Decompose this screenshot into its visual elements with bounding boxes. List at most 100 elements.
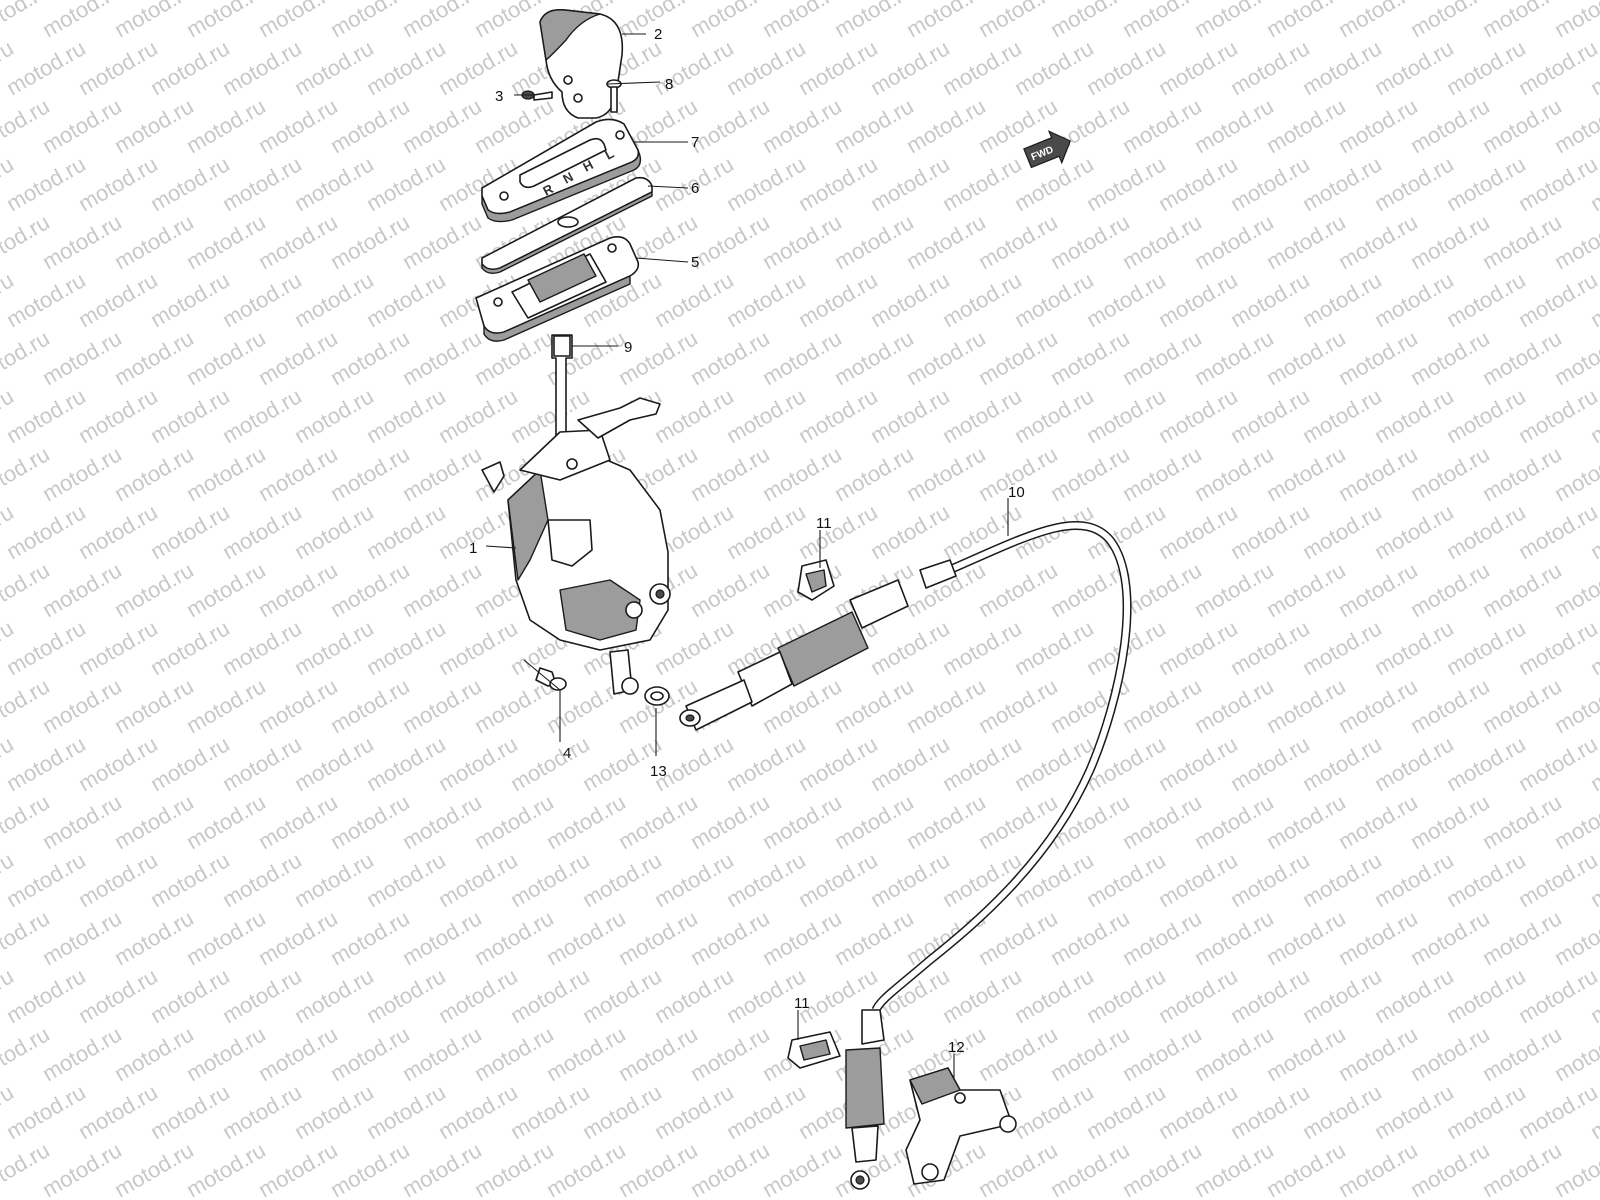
watermark-text: motod.ru [938,615,1026,680]
watermark-text: motod.ru [218,615,306,680]
watermark-text: motod.ru [722,35,810,100]
watermark-text: motod.ru [1298,151,1386,216]
watermark-text: motod.ru [650,267,738,332]
watermark-text: motod.ru [830,905,918,970]
watermark-text: motod.ru [326,93,414,158]
watermark-text: motod.ru [1046,1137,1134,1200]
watermark-text: motod.ru [1514,963,1600,1028]
watermark-text: motod.ru [866,267,954,332]
watermark-text: motod.ru [182,209,270,274]
watermark-text: motod.ru [1154,1079,1242,1144]
watermark-text: motod.ru [2,267,90,332]
watermark-text: motod.ru [110,209,198,274]
watermark-text: motod.ru [1154,499,1242,564]
watermark-text: motod.ru [1370,151,1458,216]
watermark-text: motod.ru [362,267,450,332]
watermark-text: motod.ru [2,731,90,796]
watermark-text: motod.ru [110,93,198,158]
watermark-text: motod.ru [470,93,558,158]
watermark-text: motod.ru [722,383,810,448]
watermark-text: motod.ru [1406,93,1494,158]
shift-lever-assembly [481,397,671,695]
watermark-text: motod.ru [326,905,414,970]
watermark-text: motod.ru [182,789,270,854]
watermark-text: motod.ru [1262,1137,1350,1200]
watermark-text: motod.ru [182,673,270,738]
watermark-text: motod.ru [254,905,342,970]
watermark-text: motod.ru [1190,557,1278,622]
callout-part-3: 3 [495,88,503,105]
watermark-text: motod.ru [1442,267,1530,332]
watermark-text: motod.ru [1514,731,1600,796]
watermark-text: motod.ru [218,731,306,796]
watermark-text: motod.ru [1190,905,1278,970]
watermark-text: motod.ru [470,905,558,970]
watermark-text: motod.ru [1262,905,1350,970]
watermark-text: motod.ru [938,151,1026,216]
watermark-text: motod.ru [1154,731,1242,796]
watermark-text: motod.ru [182,1137,270,1200]
watermark-text: motod.ru [38,673,126,738]
watermark-text: motod.ru [146,847,234,912]
watermark-text: motod.ru [1226,499,1314,564]
watermark-text: motod.ru [1370,615,1458,680]
watermark-text: motod.ru [1298,847,1386,912]
watermark-text: motod.ru [1298,1079,1386,1144]
watermark-text: motod.ru [326,325,414,390]
watermark-text: motod.ru [1082,1079,1170,1144]
callout-part-8: 8 [665,76,673,93]
watermark-text: motod.ru [290,267,378,332]
watermark-text: motod.ru [182,325,270,390]
watermark-text: motod.ru [1190,673,1278,738]
watermark-text: motod.ru [110,673,198,738]
watermark-text: motod.ru [1478,209,1566,274]
watermark-text: motod.ru [38,209,126,274]
watermark-text: motod.ru [1334,1137,1422,1200]
watermark-text: motod.ru [902,789,990,854]
watermark-text: motod.ru [1334,789,1422,854]
watermark-text: motod.ru [722,499,810,564]
watermark-text: motod.ru [74,615,162,680]
watermark-text: motod.ru [398,1137,486,1200]
watermark-text: motod.ru [794,499,882,564]
watermark-text: motod.ru [218,267,306,332]
watermark-text: motod.ru [686,441,774,506]
watermark-text: motod.ru [1190,209,1278,274]
watermark-text: motod.ru [290,35,378,100]
watermark-text: motod.ru [74,35,162,100]
watermark-text: motod.ru [974,1021,1062,1086]
watermark-text: motod.ru [2,1079,90,1144]
watermark-text: motod.ru [1118,1021,1206,1086]
watermark-text: motod.ru [1010,267,1098,332]
watermark-text: motod.ru [1226,731,1314,796]
watermark-text: motod.ru [794,35,882,100]
watermark-text: motod.ru [1298,615,1386,680]
watermark-text: motod.ru [1442,151,1530,216]
watermark-text: motod.ru [1442,731,1530,796]
watermark-text: motod.ru [74,1079,162,1144]
watermark-text: motod.ru [470,789,558,854]
watermark-text: motod.ru [1370,847,1458,912]
watermark-text: motod.ru [290,847,378,912]
watermark-text: motod.ru [74,151,162,216]
callout-part-7: 7 [691,134,699,151]
watermark-text: motod.ru [1190,93,1278,158]
watermark-text: motod.ru [146,151,234,216]
watermark-text: motod.ru [1190,1137,1278,1200]
watermark-text: motod.ru [290,615,378,680]
watermark-text: motod.ru [1226,1079,1314,1144]
watermark-text: motod.ru [1118,905,1206,970]
watermark-text: motod.ru [74,383,162,448]
watermark-text: motod.ru [398,209,486,274]
watermark-text: motod.ru [1118,1137,1206,1200]
watermark-text: motod.ru [758,93,846,158]
watermark-text: motod.ru [326,1137,414,1200]
bushing-part-13 [644,686,670,706]
watermark-text: motod.ru [290,1079,378,1144]
watermark-text: motod.ru [938,383,1026,448]
watermark-text: motod.ru [146,267,234,332]
watermark-text: motod.ru [434,963,522,1028]
callout-part-13: 13 [650,763,667,780]
watermark-text: motod.ru [938,267,1026,332]
